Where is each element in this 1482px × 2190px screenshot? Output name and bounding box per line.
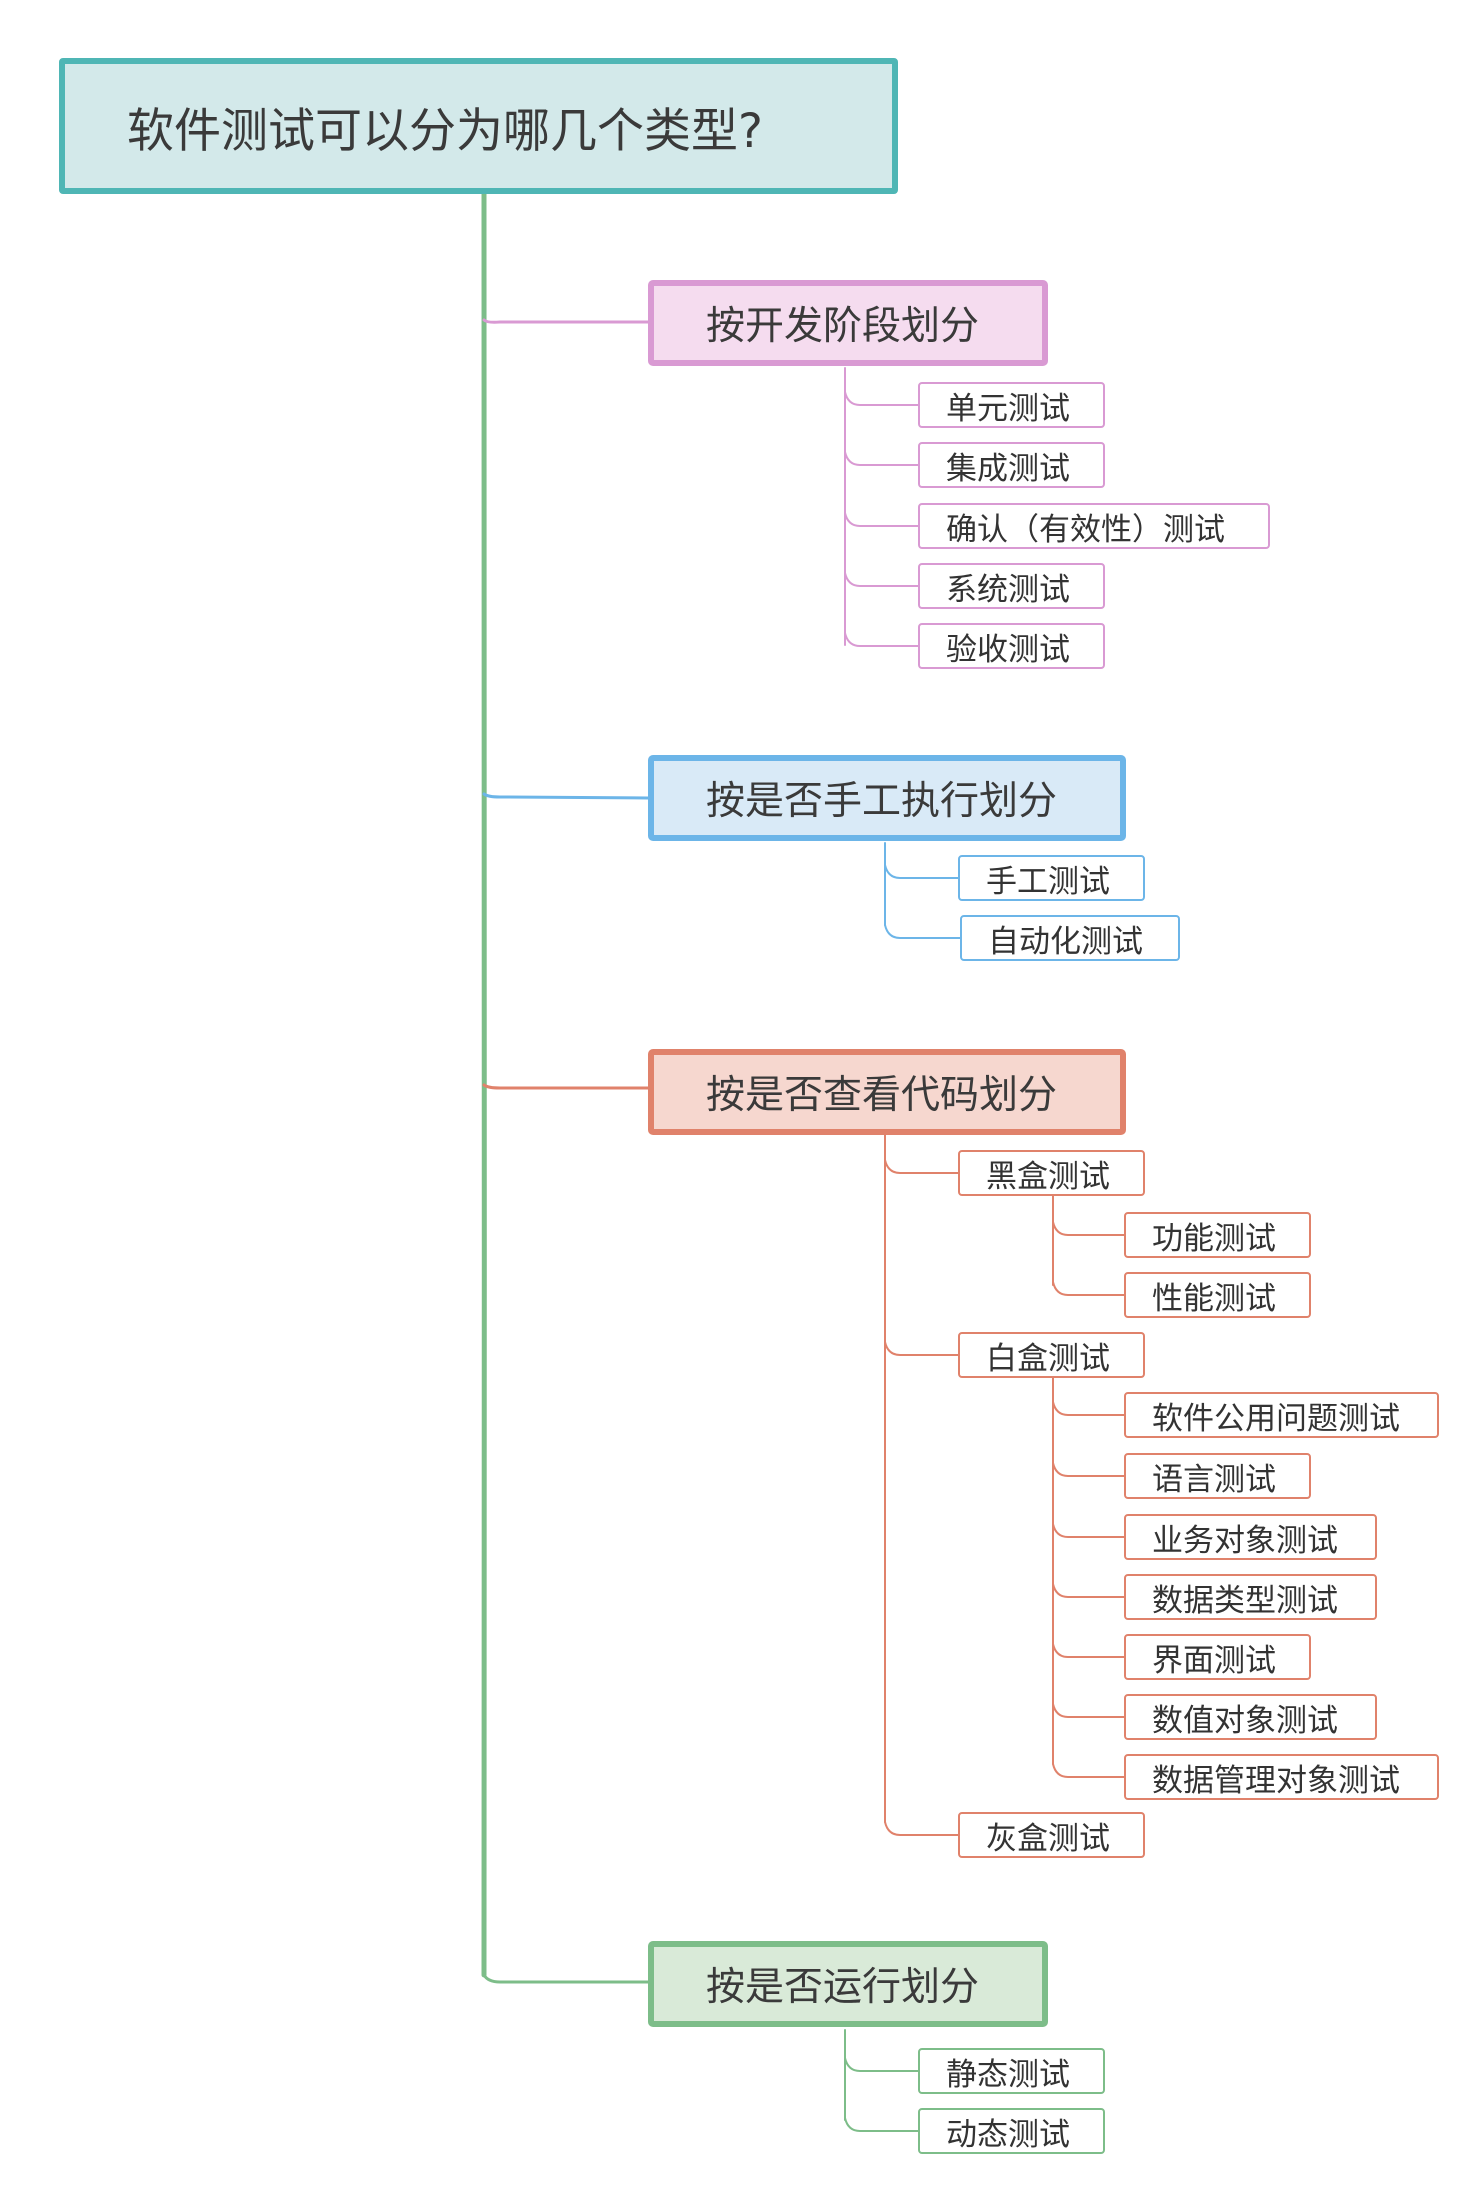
trunk-line (480, 191, 488, 1978)
leaf-dynamic-test[interactable]: 动态测试 (918, 2108, 1105, 2154)
leaf-validation-test[interactable]: 确认（有效性）测试 (918, 503, 1270, 549)
leaf-label: 功能测试 (1152, 1220, 1276, 1257)
leaf-label: 数据管理对象测试 (1152, 1762, 1400, 1799)
black-link-2 (1052, 1281, 1125, 1296)
cat1-link-5 (844, 632, 919, 647)
white-link-4 (1052, 1583, 1125, 1598)
category-manual-execution[interactable]: 按是否手工执行划分 (648, 755, 1126, 841)
white-link-5 (1052, 1643, 1125, 1658)
category-label: 按开发阶段划分 (706, 304, 980, 349)
leaf-white-box-test[interactable]: 白盒测试 (958, 1332, 1145, 1378)
leaf-label: 确认（有效性）测试 (946, 511, 1225, 548)
leaf-label: 灰盒测试 (986, 1820, 1110, 1857)
black-link-1 (1052, 1221, 1125, 1236)
cat2-link-1 (884, 864, 959, 879)
leaf-data-type-test[interactable]: 数据类型测试 (1124, 1574, 1377, 1620)
leaf-label: 验收测试 (946, 631, 1070, 668)
root-topic[interactable]: 软件测试可以分为哪几个类型? (59, 58, 898, 194)
leaf-business-object-test[interactable]: 业务对象测试 (1124, 1514, 1377, 1560)
link-root-cat1 (482, 318, 650, 324)
leaf-label: 系统测试 (946, 571, 1070, 608)
leaf-data-management-object-test[interactable]: 数据管理对象测试 (1124, 1754, 1439, 1800)
leaf-performance-test[interactable]: 性能测试 (1124, 1272, 1311, 1318)
leaf-acceptance-test[interactable]: 验收测试 (918, 623, 1105, 669)
cat4-link-2 (844, 2117, 919, 2132)
leaf-common-issue-test[interactable]: 软件公用问题测试 (1124, 1392, 1439, 1438)
cat3-link-gray (884, 1821, 959, 1836)
leaf-black-box-test[interactable]: 黑盒测试 (958, 1150, 1145, 1196)
category-label: 按是否运行划分 (706, 1965, 980, 2010)
leaf-functional-test[interactable]: 功能测试 (1124, 1212, 1311, 1258)
cat4-link-1 (844, 2057, 919, 2072)
leaf-static-test[interactable]: 静态测试 (918, 2048, 1105, 2094)
cat1-link-2 (844, 451, 919, 466)
leaf-automation-test[interactable]: 自动化测试 (960, 915, 1180, 961)
leaf-label: 黑盒测试 (986, 1158, 1110, 1195)
leaf-label: 静态测试 (946, 2056, 1070, 2093)
leaf-label: 白盒测试 (986, 1340, 1110, 1377)
root-topic-label: 软件测试可以分为哪几个类型? (127, 103, 763, 159)
cat2-link-2 (884, 924, 961, 939)
leaf-label: 自动化测试 (988, 923, 1143, 960)
cat3-link-black (884, 1159, 959, 1174)
leaf-label: 集成测试 (946, 450, 1070, 487)
leaf-label: 数值对象测试 (1152, 1702, 1338, 1739)
white-link-2 (1052, 1462, 1125, 1477)
leaf-label: 界面测试 (1152, 1642, 1276, 1679)
category-development-stage[interactable]: 按开发阶段划分 (648, 280, 1048, 366)
leaf-manual-test[interactable]: 手工测试 (958, 855, 1145, 901)
cat1-link-3 (844, 512, 919, 527)
link-root-cat2 (482, 792, 650, 800)
leaf-label: 性能测试 (1152, 1280, 1276, 1317)
white-link-1 (1052, 1401, 1125, 1416)
leaf-label: 手工测试 (986, 863, 1110, 900)
category-label: 按是否查看代码划分 (706, 1073, 1058, 1118)
white-link-6 (1052, 1703, 1125, 1718)
cat3-link-white (884, 1341, 959, 1356)
leaf-label: 软件公用问题测试 (1152, 1400, 1400, 1437)
link-root-cat4 (482, 1973, 650, 1984)
leaf-label: 业务对象测试 (1152, 1522, 1338, 1559)
leaf-language-test[interactable]: 语言测试 (1124, 1453, 1311, 1499)
leaf-gray-box-test[interactable]: 灰盒测试 (958, 1812, 1145, 1858)
leaf-label: 语言测试 (1152, 1461, 1276, 1498)
leaf-label: 数据类型测试 (1152, 1582, 1338, 1619)
leaf-system-test[interactable]: 系统测试 (918, 563, 1105, 609)
leaf-numeric-object-test[interactable]: 数值对象测试 (1124, 1694, 1377, 1740)
white-link-3 (1052, 1523, 1125, 1538)
leaf-unit-test[interactable]: 单元测试 (918, 382, 1105, 428)
leaf-label: 动态测试 (946, 2116, 1070, 2153)
link-root-cat3 (482, 1083, 650, 1090)
white-link-7 (1052, 1763, 1125, 1778)
category-run-or-not[interactable]: 按是否运行划分 (648, 1941, 1048, 2027)
leaf-interface-test[interactable]: 界面测试 (1124, 1634, 1311, 1680)
cat1-link-1 (844, 391, 919, 406)
category-view-code[interactable]: 按是否查看代码划分 (648, 1049, 1126, 1135)
leaf-label: 单元测试 (946, 390, 1070, 427)
leaf-integration-test[interactable]: 集成测试 (918, 442, 1105, 488)
category-label: 按是否手工执行划分 (706, 779, 1058, 824)
cat1-link-4 (844, 572, 919, 587)
